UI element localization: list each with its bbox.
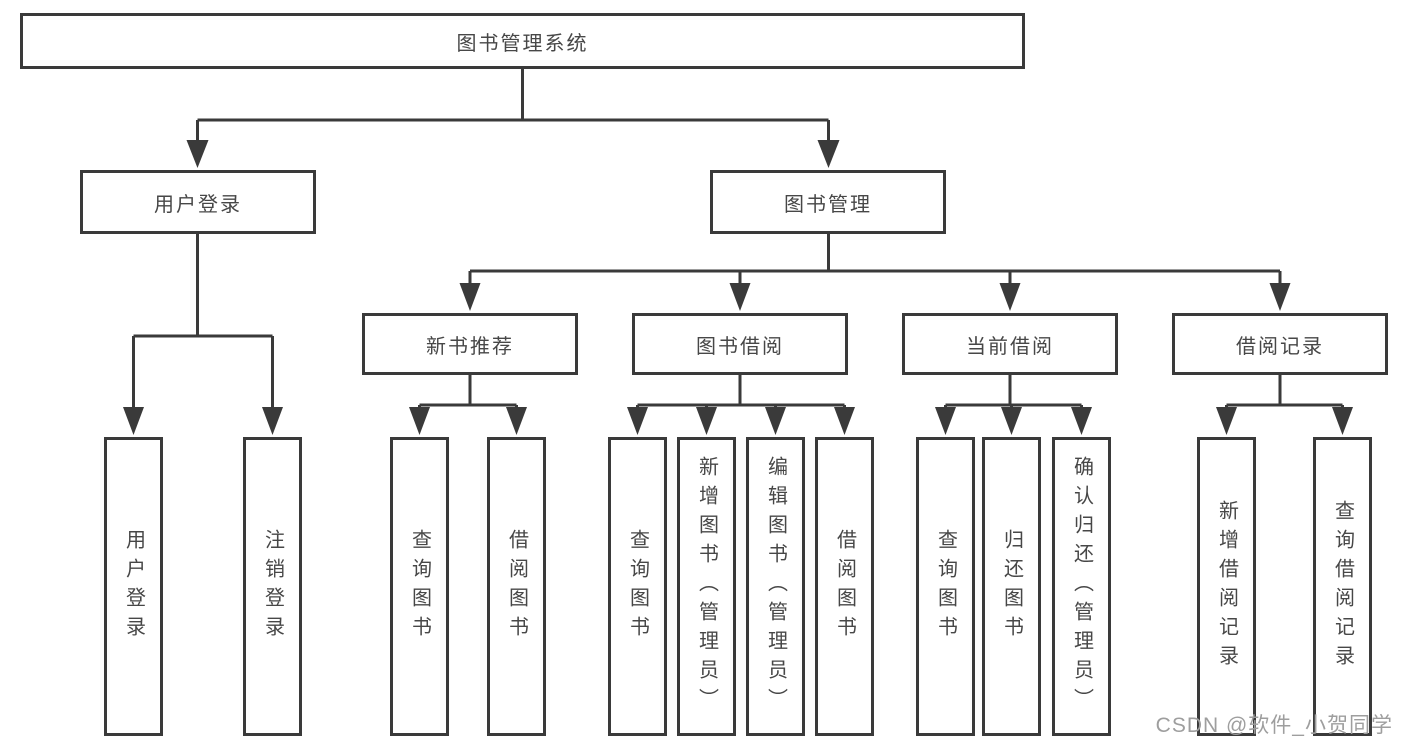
node-new-book-recommendation: 新书推荐 (362, 313, 578, 375)
arrowhead (459, 283, 481, 311)
node-user-login: 用户登录 (80, 170, 316, 234)
leaf-label: 注销登录 (261, 528, 284, 645)
arrowhead (729, 283, 751, 311)
leaf-label: 编辑图书（管理员） (764, 456, 787, 717)
node-current-borrowing: 当前借阅 (902, 313, 1118, 375)
leaf-borrow-books-borrowing: 借阅图书 (815, 437, 874, 736)
connector-book-borrow-group (627, 375, 855, 435)
arrowhead (1269, 283, 1291, 311)
leaf-label: 查询图书 (408, 528, 431, 645)
connector-new-book-group (409, 375, 527, 435)
arrowhead (1001, 407, 1022, 435)
leaf-query-books-recommend: 查询图书 (390, 437, 449, 736)
leaf-label: 确认归还（管理员） (1070, 456, 1093, 717)
leaf-label: 查询图书 (626, 528, 649, 645)
leaf-logout-login: 注销登录 (243, 437, 302, 736)
connector-root-to-level2 (186, 69, 840, 168)
leaf-label: 用户登录 (122, 528, 145, 645)
arrowhead (1216, 407, 1237, 435)
arrowhead (935, 407, 956, 435)
arrowhead (1332, 407, 1353, 435)
leaf-query-books-current: 查询图书 (916, 437, 975, 736)
leaf-label: 借阅图书 (505, 528, 528, 645)
leaf-label: 新增借阅记录 (1215, 499, 1238, 674)
leaf-borrow-books-recommend: 借阅图书 (487, 437, 546, 736)
arrowhead (999, 283, 1021, 311)
leaf-return-books: 归还图书 (982, 437, 1041, 736)
connector-current-borrow-group (935, 375, 1092, 435)
arrowhead (186, 140, 209, 168)
arrowhead (506, 407, 527, 435)
arrowhead (834, 407, 855, 435)
node-book-borrowing: 图书借阅 (632, 313, 848, 375)
arrowhead (696, 407, 717, 435)
leaf-label: 查询图书 (934, 528, 957, 645)
leaf-label: 新增图书（管理员） (695, 456, 718, 717)
node-borrowing-records: 借阅记录 (1172, 313, 1388, 375)
leaf-label: 归还图书 (1000, 528, 1023, 645)
node-root-system: 图书管理系统 (20, 13, 1025, 69)
leaf-query-borrow-record: 查询借阅记录 (1313, 437, 1372, 736)
arrowhead (123, 407, 144, 435)
arrowhead (262, 407, 283, 435)
leaf-label: 借阅图书 (833, 528, 856, 645)
arrowhead (817, 140, 840, 168)
leaf-query-books-borrowing: 查询图书 (608, 437, 667, 736)
leaf-confirm-return-admin: 确认归还（管理员） (1052, 437, 1111, 736)
leaf-user-login: 用户登录 (104, 437, 163, 736)
connector-borrow-records-group (1216, 375, 1353, 435)
leaf-label: 查询借阅记录 (1331, 499, 1354, 674)
csdn-watermark: CSDN @软件_小贺同学 (1155, 714, 1393, 737)
connector-book-management-to-level3 (459, 234, 1291, 311)
node-book-management: 图书管理 (710, 170, 946, 234)
arrowhead (627, 407, 648, 435)
leaf-add-borrow-record: 新增借阅记录 (1197, 437, 1256, 736)
leaf-edit-books-admin: 编辑图书（管理员） (746, 437, 805, 736)
connector-user-login-to-leaves (123, 234, 283, 435)
arrowhead (1071, 407, 1092, 435)
leaf-add-books-admin: 新增图书（管理员） (677, 437, 736, 736)
arrowhead (409, 407, 430, 435)
arrowhead (765, 407, 786, 435)
